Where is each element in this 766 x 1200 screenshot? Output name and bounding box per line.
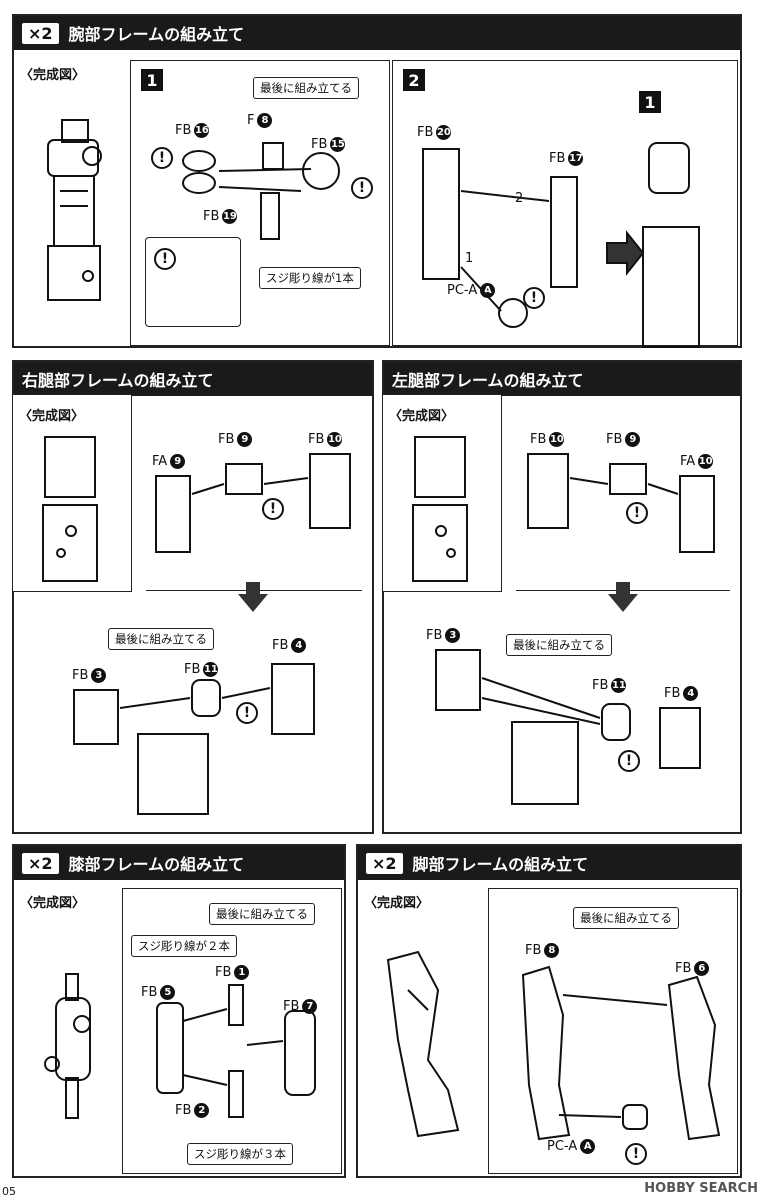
warning-icon: !: [626, 502, 648, 524]
step-1-marker: 1: [141, 69, 163, 91]
multiplier-badge: ×2: [22, 852, 59, 874]
arm-step1-parts-illustration: [182, 142, 340, 240]
finished-label: 〈完成図〉: [19, 409, 85, 424]
section-title: 左腿部フレームの組み立て: [392, 371, 584, 390]
section-title: 右腿部フレームの組み立て: [22, 371, 214, 390]
finished-label: 〈完成図〉: [389, 409, 455, 424]
multiplier-badge: ×2: [366, 852, 403, 874]
warning-icon: !: [618, 750, 640, 772]
warning-icon: !: [236, 702, 258, 724]
section-title: 腕部フレームの組み立て: [68, 25, 245, 44]
order-1-marker: 1: [465, 251, 474, 266]
last-assemble-note: 最後に組み立てる: [108, 628, 214, 650]
groove-note-2: スジ彫り線が２本: [131, 935, 237, 957]
warning-icon: !: [154, 248, 176, 270]
watermark-logo: HOBBY SEARCH: [644, 1181, 758, 1196]
step-2-marker: 2: [403, 69, 425, 91]
last-assemble-note: 最後に組み立てる: [573, 907, 679, 929]
left-leg-header: 左腿部フレームの組み立て: [384, 362, 740, 396]
right-leg-header: 右腿部フレームの組み立て: [14, 362, 372, 396]
foot-header: ×2 脚部フレームの組み立て: [358, 846, 740, 880]
warning-icon: !: [151, 147, 173, 169]
down-arrow-icon: [608, 582, 638, 612]
knee-finished-illustration: [44, 973, 91, 1119]
finished-label: 〈完成図〉: [20, 896, 86, 911]
arm-finished-illustration: [47, 119, 102, 301]
left-leg-finished-illustration: [412, 436, 468, 582]
last-assemble-note: 最後に組み立てる: [506, 634, 612, 656]
left-leg-upper-illustration: [527, 453, 715, 553]
warning-icon: !: [523, 287, 545, 309]
left-leg-lower-illustration: [435, 649, 701, 805]
section-title: 膝部フレームの組み立て: [68, 855, 245, 874]
right-leg-upper-illustration: [155, 453, 351, 553]
right-leg-lower-illustration: [73, 663, 315, 815]
warning-icon: !: [262, 498, 284, 520]
foot-parts-illustration: [521, 965, 721, 1141]
finished-label: 〈完成図〉: [20, 68, 86, 83]
right-leg-finished-illustration: [42, 436, 98, 582]
down-arrow-icon: [238, 582, 268, 612]
knee-header: ×2 膝部フレームの組み立て: [14, 846, 344, 880]
arm-step2-parts-illustration: [422, 142, 700, 348]
last-assemble-note: 最後に組み立てる: [209, 903, 315, 925]
section-title: 脚部フレームの組み立て: [412, 855, 589, 874]
finished-label: 〈完成図〉: [364, 896, 430, 911]
finished-box: 〈完成図〉: [382, 394, 502, 592]
knee-frame-panel: ×2 膝部フレームの組み立て 〈完成図〉 最後に組み立てる スジ彫り線が２本 F…: [12, 844, 346, 1178]
page-number: 05: [2, 1185, 16, 1198]
detail-inset: !: [145, 237, 241, 327]
arm-frame-header: ×2 腕部フレームの組み立て: [14, 16, 740, 50]
last-assemble-note: 最後に組み立てる: [253, 77, 359, 99]
warning-icon: !: [625, 1143, 647, 1165]
knee-parts-illustration: [156, 984, 316, 1118]
groove-note-3: スジ彫り線が３本: [187, 1143, 293, 1165]
groove-note-1: スジ彫り線が1本: [259, 267, 361, 289]
finished-box: 〈完成図〉: [12, 394, 132, 592]
step-1-reference: 1: [639, 91, 661, 113]
foot-finished-illustration: [386, 950, 460, 1138]
warning-icon: !: [351, 177, 373, 199]
multiplier-badge: ×2: [22, 22, 59, 44]
